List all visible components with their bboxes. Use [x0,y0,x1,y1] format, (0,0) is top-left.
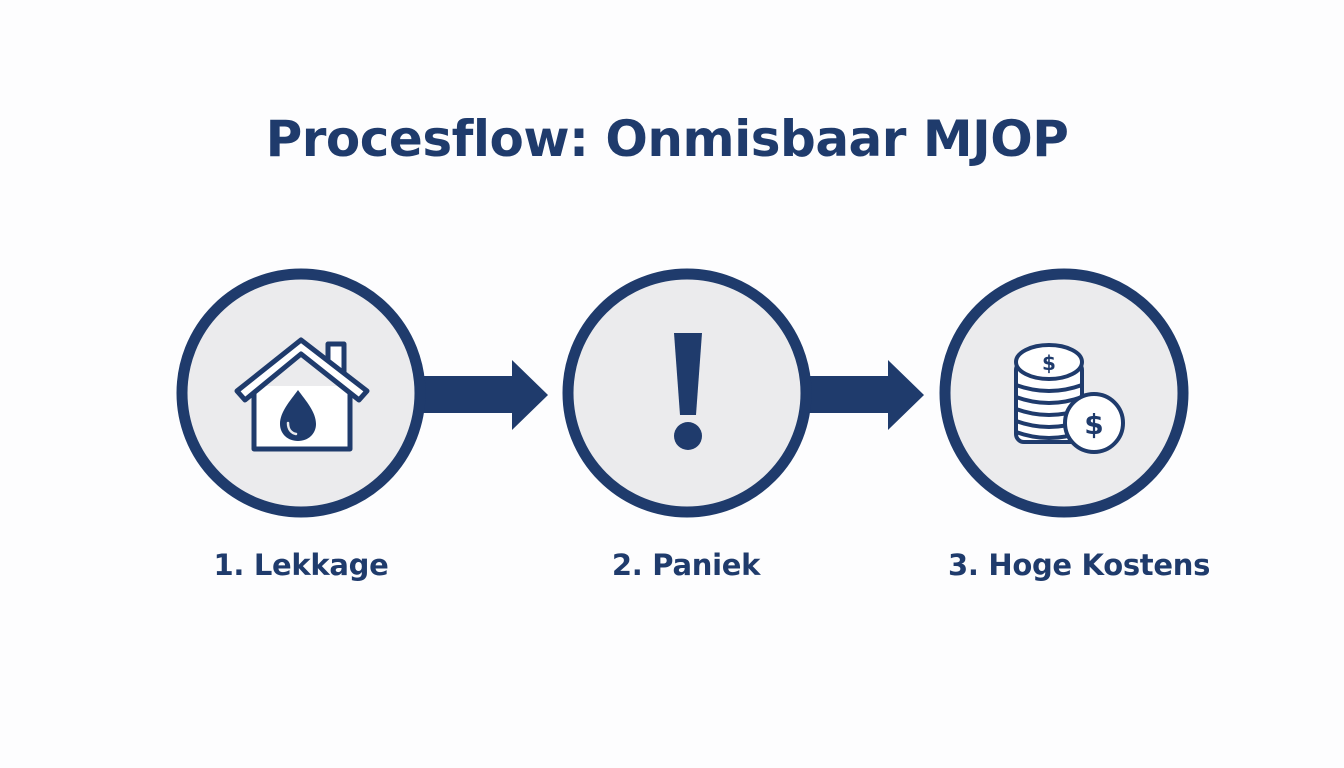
step-2-node [562,268,812,518]
step-1-label: 1. Lekkage [213,548,389,582]
diagram-title: Procesflow: Onmisbaar MJOP [265,110,1069,168]
coin-stack-dollar-icon: $ $ [1014,343,1125,454]
exclamation-icon [674,333,702,450]
house-water-drop-icon [234,337,370,452]
step-1-node [176,268,426,518]
step-2-label: 2. Paniek [611,548,761,582]
svg-text:$: $ [1084,408,1103,441]
step-3-label: 3. Hoge Kostens [947,548,1211,582]
svg-text:$: $ [1042,351,1056,375]
step-3-node: $ $ [939,268,1189,518]
arrow-right-icon [802,360,924,430]
arrow-right-icon [418,360,548,430]
